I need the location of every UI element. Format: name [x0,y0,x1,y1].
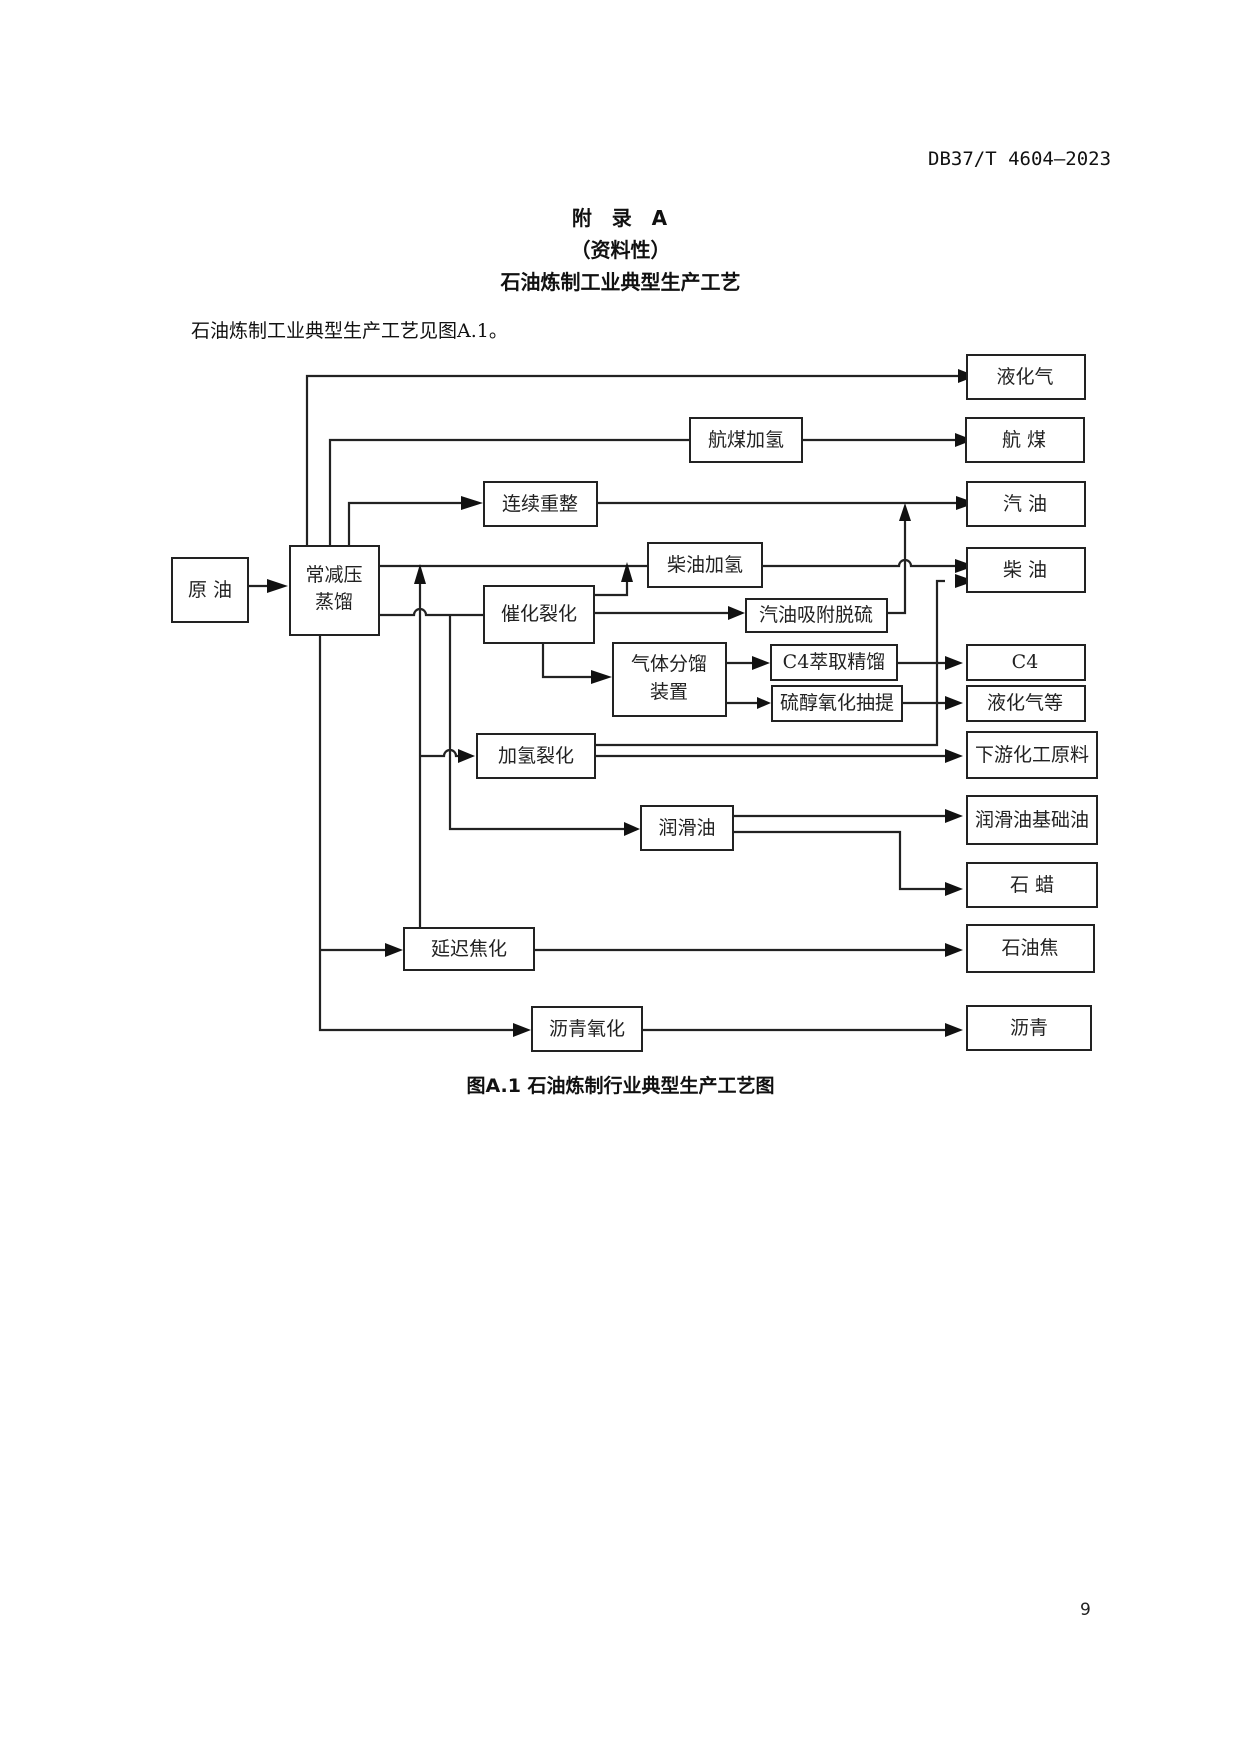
node-label: 常减压 [305,564,362,586]
product-label: C4 [1012,651,1039,673]
arrow-icon [461,496,483,510]
node-label: C4萃取精馏 [783,651,886,673]
arrow-icon [267,579,288,593]
arrow-icon [458,749,475,763]
product-petroleum-coke: 石油焦 [966,924,1095,973]
process-node-diesel-hydrotreating: 柴油加氢 [647,542,763,588]
node-label: 连续重整 [502,493,578,515]
arrow-icon [955,433,973,447]
product-lpg: 液化气 [966,354,1086,400]
line-to-hydrocracking [420,748,470,758]
product-lpg-etc: 液化气等 [966,685,1086,722]
arrow-up-icon [899,503,911,521]
page-number: 9 [1080,1600,1091,1620]
node-label: 原 油 [188,579,232,601]
standard-code: DB37/T 4604—2023 [928,148,1112,170]
arrow-icon [591,670,612,684]
arrow-icon [945,749,963,763]
line-catalytic-to-diesel-hydro [594,581,629,597]
connectors [248,374,958,1032]
node-label: 催化裂化 [501,603,577,625]
line-to-catalytic [379,607,483,617]
arrow-icon [757,697,771,709]
process-node-asphalt-oxidation: 沥青氧化 [531,1006,643,1052]
arrow-icon [945,882,963,896]
node-label: 蒸馏 [315,591,353,613]
process-node-distillation: 常减压 蒸馏 [289,545,380,636]
line-to-lube [448,615,625,831]
node-label: 沥青氧化 [549,1018,625,1040]
process-node-delayed-coking: 延迟焦化 [403,927,535,971]
product-lube-base-oil: 润滑油基础油 [966,795,1098,845]
product-label: 航 煤 [1002,429,1046,451]
line-to-reforming [347,501,470,546]
node-label: 航煤加氢 [708,429,784,451]
node-label: 装置 [650,681,688,703]
product-label: 下游化工原料 [975,744,1089,766]
arrowheads [267,369,976,1037]
arrow-icon [945,1023,963,1037]
arrow-icon [955,574,975,588]
node-label: 延迟焦化 [431,938,507,960]
product-label: 液化气等 [987,692,1063,714]
arrow-icon [945,656,963,670]
process-flow-diagram: 原 油 常减压 蒸馏 连续重整 航煤加氢 柴油加氢 催化裂化 汽油吸附脱硫 气体… [171,354,1098,1052]
line-to-jet-fuel [328,438,955,546]
arrow-icon [945,943,963,957]
node-label: 加氢裂化 [498,745,574,767]
node-label: 润滑油 [658,817,715,839]
process-node-gasoline-desulfurization: 汽油吸附脱硫 [745,598,888,633]
arrow-icon [385,943,403,957]
arrow-up-icon [414,564,426,584]
product-chemical-feedstock: 下游化工原料 [966,731,1098,779]
arrow-icon [955,559,975,573]
product-gasoline: 汽 油 [966,481,1086,527]
appendix-heading: 石油炼制工业典型生产工艺 [500,270,741,294]
process-node-continuous-reforming: 连续重整 [483,481,598,527]
intro-paragraph: 石油炼制工业典型生产工艺见图A.1。 [191,320,508,342]
line-to-paraffin [733,830,945,891]
process-node-c4-extraction: C4萃取精馏 [770,644,898,681]
process-node-jet-fuel-hydrotreating: 航煤加氢 [689,417,803,463]
line-desulfur-to-gasoline [887,519,907,615]
node-label: 柴油加氢 [667,554,743,576]
process-node-hydrocracking: 加氢裂化 [476,733,596,779]
product-label: 润滑油基础油 [975,809,1089,831]
arrow-up-icon [621,562,633,582]
product-label: 石 蜡 [1010,874,1054,896]
process-node-catalytic-cracking: 催化裂化 [483,585,595,644]
product-paraffin-wax: 石 蜡 [966,862,1098,908]
product-label: 液化气 [996,366,1053,388]
node-label: 汽油吸附脱硫 [759,604,873,626]
process-node-gas-fractionation: 气体分馏 装置 [612,642,727,717]
line-hydrocracking-to-diesel [595,579,945,747]
process-node-lube-oil: 润滑油 [640,805,734,851]
line-to-gas-fractionation [541,643,592,679]
node-label: 气体分馏 [631,653,707,675]
product-label: 汽 油 [1003,493,1047,515]
arrow-icon [945,696,963,710]
appendix-nature: （资料性） [570,238,671,262]
figure-caption: 图A.1 石油炼制行业典型生产工艺图 [466,1075,775,1097]
process-node-mercaptan-oxidation: 硫醇氧化抽提 [771,685,903,722]
product-label: 柴 油 [1003,559,1047,581]
product-label: 石油焦 [1001,937,1058,959]
arrow-icon [752,656,770,670]
product-c4: C4 [966,644,1086,681]
appendix-title: 附 录 A [571,206,670,230]
arrow-icon [945,809,963,823]
line-diesel-hydro-to-diesel [762,558,955,568]
line-to-lpg [305,374,958,546]
line-to-asphalt-oxidation [318,636,515,1032]
arrow-icon [728,606,745,620]
product-diesel: 柴 油 [966,547,1086,593]
arrow-icon [624,822,640,836]
product-label: 沥青 [1010,1017,1048,1039]
arrow-icon [513,1023,531,1037]
product-asphalt: 沥青 [966,1005,1092,1051]
process-node-crude-oil: 原 油 [171,557,249,623]
node-label: 硫醇氧化抽提 [780,692,894,714]
product-jet-fuel: 航 煤 [965,417,1085,463]
